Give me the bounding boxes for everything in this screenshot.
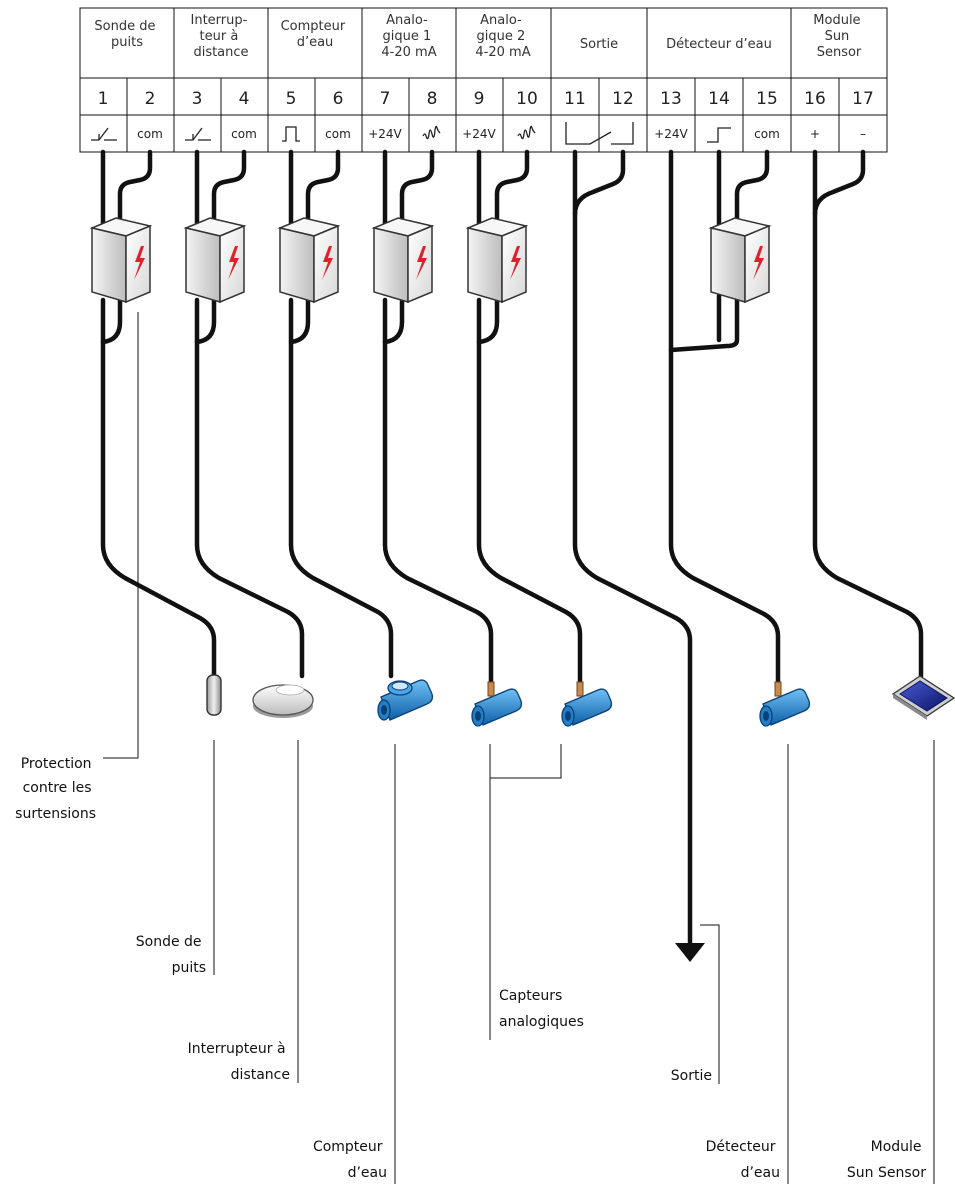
water-meter-icon — [377, 679, 434, 721]
step-signal-icon — [707, 127, 731, 143]
relay-contact-icon — [565, 122, 634, 145]
header-interrupteur: Interrup- teur à distance — [191, 13, 252, 60]
terminal-number: 4 — [239, 89, 250, 109]
com-symbol: com — [137, 127, 163, 141]
analog-sensor-icon — [471, 681, 523, 727]
wire-analog-1 — [382, 149, 494, 685]
water-detector-icon — [759, 681, 811, 727]
surge-protector-icon — [465, 217, 529, 304]
plus-24v-symbol: +24V — [654, 127, 688, 141]
terminal-number: 2 — [145, 89, 156, 109]
terminal-number: 16 — [804, 89, 826, 109]
label-compteur: Compteur d’eau — [313, 1139, 387, 1181]
wire-analog-2-signal — [476, 149, 530, 345]
wire-sortie — [572, 149, 693, 948]
leader-lines — [103, 312, 935, 1184]
terminal-number: 7 — [380, 89, 391, 109]
terminal-number: 11 — [564, 89, 586, 109]
header-detecteur: Détecteur d’eau — [666, 37, 772, 52]
header-analogique-1: Analo- gique 1 4-20 mA — [381, 13, 436, 60]
surge-protector-icon — [183, 217, 247, 304]
wire-detecteur-join — [668, 293, 740, 353]
wire-detecteur-15 — [734, 149, 770, 223]
header-sortie: Sortie — [580, 37, 618, 52]
label-module-sun-sensor: Module Sun Sensor — [847, 1139, 926, 1181]
sun-sensor-panel-icon — [891, 675, 955, 720]
wire-interrupteur — [194, 149, 305, 679]
wire-compteur — [288, 149, 394, 679]
header-sonde-de-puits: Sonde de puits — [94, 19, 159, 50]
surge-protector-icon — [277, 217, 341, 304]
wire-sortie-b — [572, 149, 626, 217]
terminal-number: 9 — [474, 89, 485, 109]
header-analogique-2: Analo- gique 2 4-20 mA — [475, 13, 530, 60]
plus-24v-symbol: +24V — [368, 127, 402, 141]
output-arrow-icon — [675, 943, 705, 962]
plus-symbol: + — [810, 127, 820, 141]
wires — [100, 149, 924, 948]
wire-sonde — [100, 149, 217, 679]
float-switch-icon — [252, 684, 314, 718]
label-interrupteur: Interrupteur à distance — [188, 1041, 290, 1083]
surge-protector-icon — [371, 217, 435, 304]
pulse-symbol-icon — [282, 126, 300, 142]
plus-24v-symbol: +24V — [462, 127, 496, 141]
well-probe-icon — [206, 674, 222, 716]
terminal-number: 12 — [612, 89, 634, 109]
wire-sun-minus — [812, 149, 866, 217]
terminal-number: 8 — [427, 89, 438, 109]
wire-interrupteur-com — [194, 149, 247, 345]
wire-analog-1-signal — [382, 149, 435, 345]
terminal-table: Sonde de puits Interrup- teur à distance… — [79, 7, 888, 153]
wire-sun-plus — [812, 149, 924, 679]
switch-symbol-icon — [185, 127, 211, 141]
surge-protector-icon — [708, 217, 772, 304]
com-symbol: com — [325, 127, 351, 141]
wire-analog-2 — [476, 149, 583, 685]
label-detecteur: Détecteur d’eau — [706, 1139, 780, 1181]
terminal-number: 14 — [708, 89, 730, 109]
label-protection: Protection contre les surtensions — [15, 756, 96, 822]
wire-sonde-com — [100, 149, 153, 345]
terminal-number: 5 — [286, 89, 297, 109]
minus-symbol: – — [860, 127, 866, 141]
header-compteur: Compteur d’eau — [281, 19, 350, 50]
devices — [206, 674, 955, 962]
surge-protector-icon — [89, 217, 153, 304]
surge-protectors — [89, 217, 772, 304]
terminal-number: 1 — [98, 89, 109, 109]
terminal-number: 6 — [333, 89, 344, 109]
wire-compteur-com — [288, 149, 341, 345]
analog-signal-icon — [422, 125, 441, 140]
label-capteurs: Capteurs analogiques — [499, 988, 584, 1030]
terminal-number: 10 — [516, 89, 538, 109]
analog-signal-icon — [517, 125, 536, 140]
switch-symbol-icon — [91, 127, 117, 141]
terminal-number: 17 — [852, 89, 874, 109]
label-sonde-de-puits: Sonde de puits — [136, 934, 206, 976]
wire-detecteur — [668, 149, 781, 685]
terminal-number: 3 — [192, 89, 203, 109]
terminal-number: 13 — [660, 89, 682, 109]
com-symbol: com — [231, 127, 257, 141]
header-module-sun-sensor: Module Sun Sensor — [813, 13, 864, 60]
com-symbol: com — [754, 127, 780, 141]
analog-sensor-icon — [561, 681, 613, 727]
terminal-number: 15 — [756, 89, 778, 109]
label-sortie: Sortie — [671, 1068, 712, 1084]
